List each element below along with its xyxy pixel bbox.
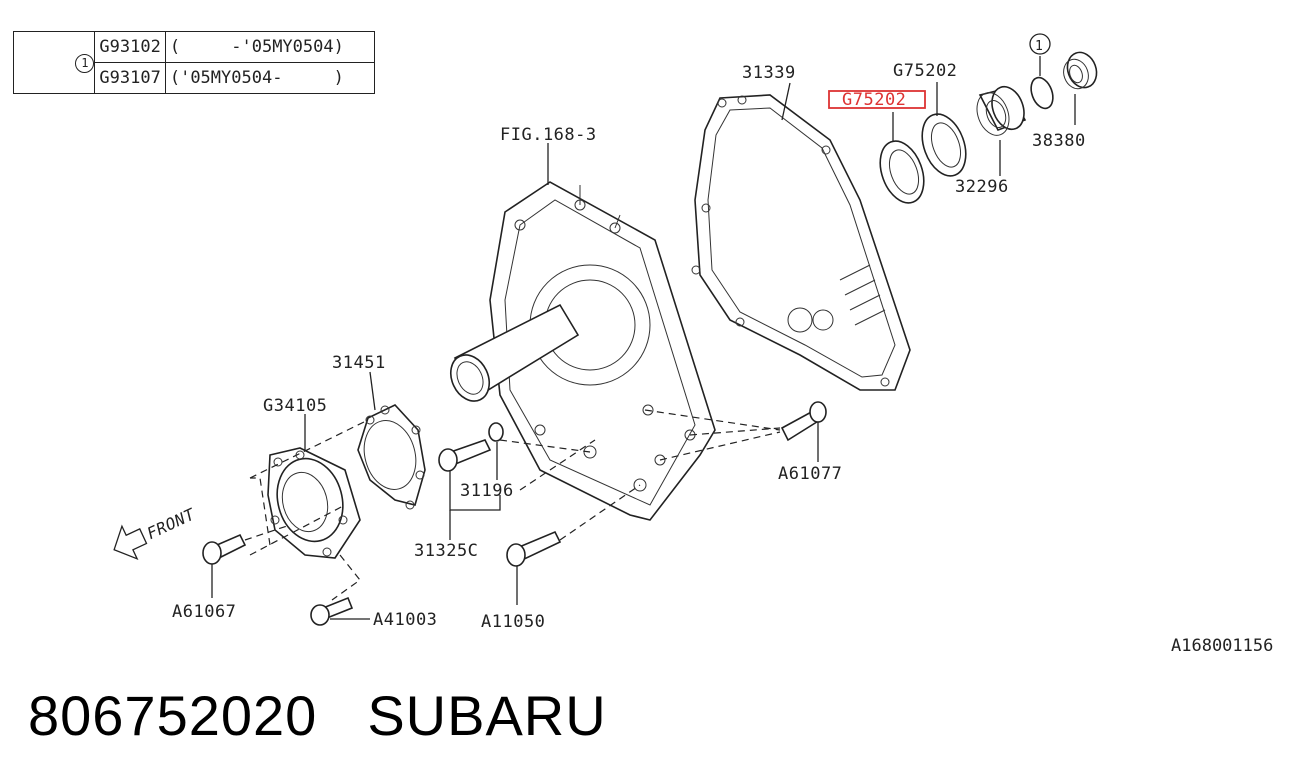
legend-row: 1 G93102 ( -'05MY0504) [12,31,375,94]
footer-caption: 806752020 SUBARU [28,683,607,748]
label-g75202-highlighted[interactable]: G75202 [842,90,906,110]
bearing-32296 [976,85,1027,136]
oil-seal-g75202-front [879,140,925,204]
label-g75202: G75202 [893,61,957,81]
assembly-lines [244,409,781,601]
bolt-a61077 [780,401,827,442]
label-31451: 31451 [332,353,386,373]
diagram-reference: A168001156 [1171,636,1274,656]
o-ring [1030,76,1054,110]
highlight-box [828,90,926,109]
bolt-a61067 [202,533,247,565]
label-fig-168-3: FIG.168-3 [500,125,597,145]
bolt-a41003 [310,596,354,626]
label-31196: 31196 [460,481,514,501]
label-32296: 32296 [955,177,1009,197]
label-a61077: A61077 [778,464,842,484]
label-31325c: 31325C [414,541,478,561]
gasket-31339 [691,94,911,391]
part-number: 806752020 [28,684,318,747]
label-a41003: A41003 [373,610,437,630]
gasket-31451 [357,404,426,510]
circled-number-icon [1029,33,1051,55]
legend-table: 1 G93102 ( -'05MY0504) G93107 ('05MY0504… [12,31,375,94]
washer-31196 [488,422,504,442]
oil-seal-g75202-rear [921,113,967,177]
bolt-31325c [438,439,492,472]
front-arrow: FRONT [113,504,199,561]
legend-marker: 1 [12,31,96,94]
legend-range: ('05MY0504- ) [164,62,375,94]
circled-number-icon: 1 [75,54,95,73]
transmission-housing [449,181,716,521]
bolt-a11050 [506,530,562,567]
legend-code: G93102 [94,31,166,63]
label-g34105: G34105 [263,396,327,416]
label-a11050: A11050 [481,612,545,632]
front-label: FRONT [144,504,199,543]
label-38380: 38380 [1032,131,1086,151]
label-a61067: A61067 [172,602,236,622]
cover-g34105 [267,447,361,559]
nut-38380 [1063,51,1098,90]
legend-row: G93107 ('05MY0504- ) [14,62,375,94]
brand-name: SUBARU [367,684,607,747]
marker-1: 1 [1035,39,1043,54]
label-31339: 31339 [742,63,796,83]
legend-code: G93107 [94,62,166,94]
